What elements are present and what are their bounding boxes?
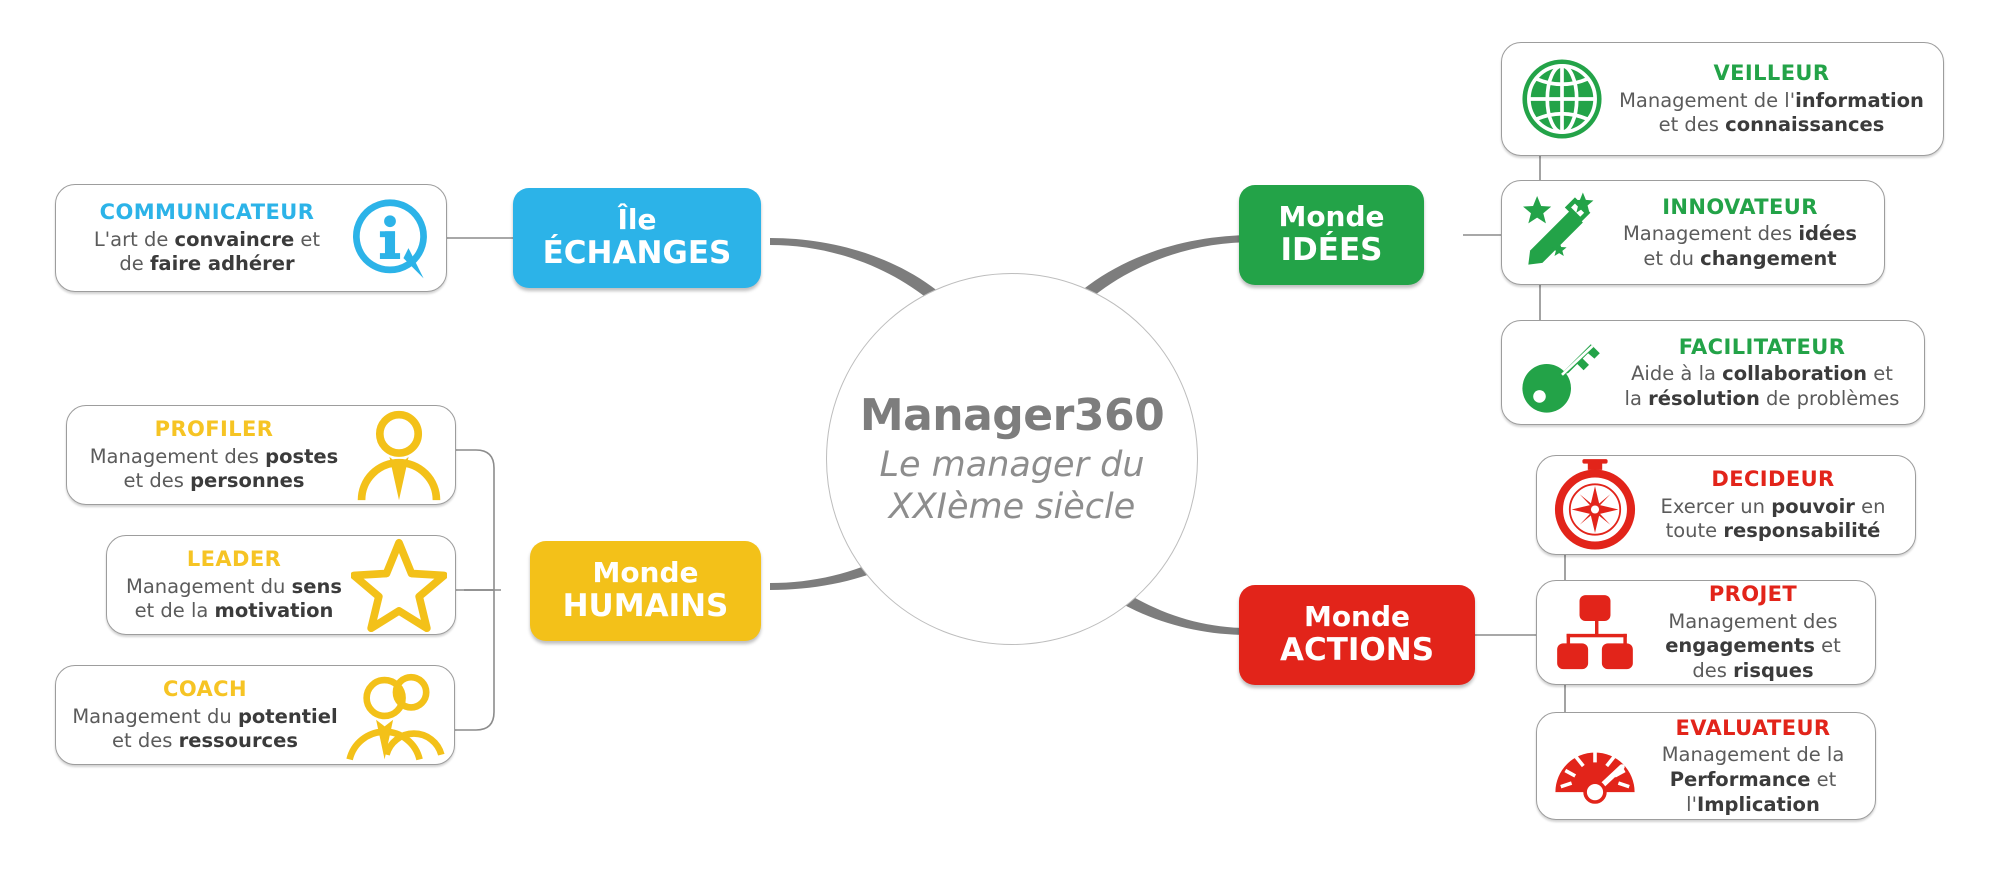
hub-echanges[interactable]: Île ÉCHANGES (513, 188, 761, 288)
card-facilitateur[interactable]: FACILITATEUR Aide à la collaboration et … (1501, 320, 1925, 425)
key-icon (1510, 328, 1614, 418)
card-profiler[interactable]: PROFILER Management des postes et des pe… (66, 405, 456, 505)
card-projet[interactable]: PROJET Management des engagements et des… (1536, 580, 1876, 685)
card-coach-desc-2: et des ressources (112, 729, 298, 753)
card-evaluateur[interactable]: EVALUATEUR Management de la Performance … (1536, 712, 1876, 820)
card-profiler-desc-2: et des personnes (123, 469, 305, 493)
compass-icon (1545, 459, 1645, 551)
hub-idees[interactable]: Monde IDÉES (1239, 185, 1424, 285)
card-leader-desc-2: et de la motivation (134, 599, 334, 623)
card-communicateur-desc-1: L'art de convaincre et (93, 227, 321, 251)
card-leader-role: LEADER (186, 547, 282, 572)
card-veilleur-desc-1: Management de l'information (1619, 88, 1924, 112)
center-subtitle-line1: Le manager du (879, 445, 1145, 486)
card-decideur-desc-2: toute responsabilité (1665, 519, 1881, 543)
card-coach[interactable]: COACH Management du potentiel et des res… (55, 665, 455, 765)
card-innovateur-desc-1: Management des idées (1622, 222, 1858, 246)
hub-humains-line2: HUMAINS (562, 588, 729, 625)
hub-actions[interactable]: Monde ACTIONS (1239, 585, 1475, 685)
card-communicateur-text: COMMUNICATEUR L'art de convaincre et de … (70, 199, 344, 277)
card-communicateur[interactable]: COMMUNICATEUR L'art de convaincre et de … (55, 184, 447, 292)
people-group-icon (340, 665, 450, 765)
hub-actions-line2: ACTIONS (1279, 632, 1435, 669)
hub-humains-line1: Monde (592, 555, 699, 589)
card-profiler-role: PROFILER (154, 417, 274, 442)
center-title: Manager360 (859, 390, 1165, 442)
card-evaluateur-desc-2: Performance et (1669, 767, 1837, 791)
card-facilitateur-desc-2: la résolution de problèmes (1624, 386, 1900, 410)
card-evaluateur-desc-3: l'Implication (1686, 792, 1820, 816)
card-decideur-desc-1: Exercer un pouvoir en (1660, 494, 1886, 518)
magic-wand-icon (1510, 189, 1610, 277)
hub-idees-line2: IDÉES (1280, 232, 1383, 269)
card-projet-desc-1: Management des (1668, 609, 1838, 633)
hub-echanges-line1: Île (617, 202, 657, 236)
center-node: Manager360 Le manager du XXIème siècle (826, 273, 1198, 645)
card-decideur[interactable]: DECIDEUR Exercer un pouvoir en toute res… (1536, 455, 1916, 555)
card-innovateur-role: INNOVATEUR (1662, 194, 1818, 219)
card-projet-text: PROJET Management des engagements et des… (1645, 581, 1861, 683)
card-veilleur[interactable]: VEILLEUR Management de l'information et … (1501, 42, 1944, 156)
card-evaluateur-text: EVALUATEUR Management de la Performance … (1645, 715, 1861, 817)
card-communicateur-desc-2: de faire adhérer (119, 252, 295, 276)
hub-echanges-line2: ÉCHANGES (542, 235, 732, 272)
star-icon (347, 537, 451, 633)
center-subtitle-line2: XXIème siècle (888, 486, 1136, 527)
card-projet-desc-2: engagements et (1665, 634, 1841, 658)
globe-icon (1510, 53, 1614, 145)
center-subtitle: Le manager du XXIème siècle (827, 445, 1197, 528)
hub-actions-line1: Monde (1303, 599, 1411, 633)
card-veilleur-desc-2: et des connaissances (1658, 113, 1885, 137)
card-veilleur-role: VEILLEUR (1713, 61, 1830, 86)
gauge-icon (1545, 727, 1645, 805)
card-decideur-role: DECIDEUR (1711, 467, 1835, 492)
card-leader[interactable]: LEADER Management du sens et de la motiv… (106, 535, 456, 635)
card-veilleur-text: VEILLEUR Management de l'information et … (1614, 60, 1929, 138)
card-facilitateur-desc-1: Aide à la collaboration et (1631, 362, 1893, 386)
card-facilitateur-text: FACILITATEUR Aide à la collaboration et … (1614, 334, 1910, 412)
card-communicateur-role: COMMUNICATEUR (99, 200, 315, 225)
card-evaluateur-role: EVALUATEUR (1675, 715, 1831, 740)
card-leader-desc-1: Management du sens (126, 574, 342, 598)
hub-humains[interactable]: Monde HUMAINS (530, 541, 761, 641)
org-chart-icon (1545, 590, 1645, 676)
card-projet-role: PROJET (1708, 582, 1798, 607)
card-projet-desc-3: des risques (1692, 659, 1814, 683)
card-innovateur-text: INNOVATEUR Management des idées et du ch… (1610, 194, 1870, 272)
card-facilitateur-role: FACILITATEUR (1678, 334, 1846, 359)
card-coach-role: COACH (163, 677, 247, 702)
info-bubble-icon (344, 196, 436, 280)
card-coach-text: COACH Management du potentiel et des res… (70, 676, 340, 754)
card-innovateur-desc-2: et du changement (1643, 246, 1837, 270)
card-coach-desc-1: Management du potentiel (72, 704, 338, 728)
card-leader-text: LEADER Management du sens et de la motiv… (121, 546, 347, 624)
person-icon (347, 407, 451, 503)
card-profiler-desc-1: Management des postes (89, 444, 339, 468)
card-innovateur[interactable]: INNOVATEUR Management des idées et du ch… (1501, 180, 1885, 285)
hub-idees-line1: Monde (1278, 199, 1385, 233)
card-profiler-text: PROFILER Management des postes et des pe… (81, 416, 347, 494)
card-evaluateur-desc-1: Management de la (1661, 743, 1845, 767)
card-decideur-text: DECIDEUR Exercer un pouvoir en toute res… (1645, 466, 1901, 544)
